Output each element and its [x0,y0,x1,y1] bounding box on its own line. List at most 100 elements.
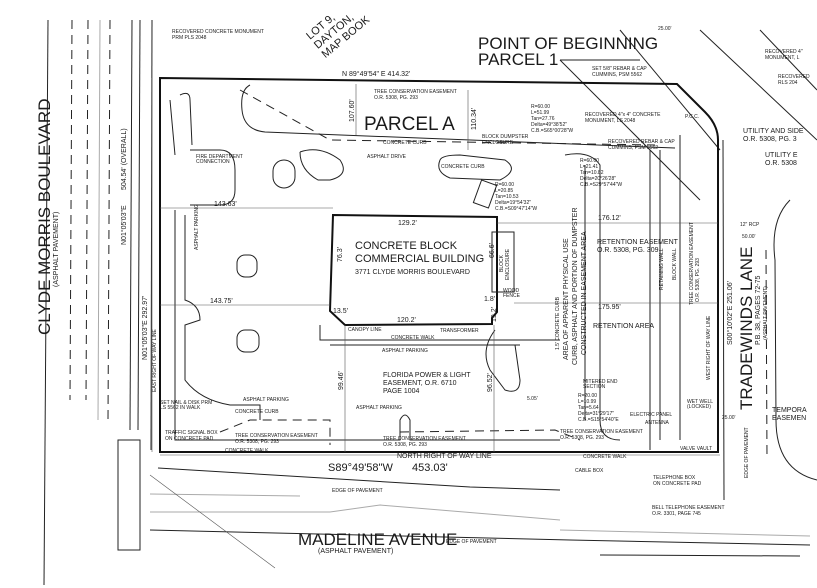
note-recovered-ne2: RECOVERED [778,74,810,80]
svg-text:EASEMENT, O.R. 6710: EASEMENT, O.R. 6710 [383,380,457,387]
note-temporary: TEMPORA [772,407,807,414]
svg-text:EDGE OF PAVEMENT: EDGE OF PAVEMENT [446,539,497,545]
dim-143b: 143.75' [210,298,233,305]
note-tree-s: TREE CONSERVATION EASEMENT [383,436,466,442]
svg-text:Delta=20°26'28": Delta=20°26'28" [580,176,616,182]
pob-line1: POINT OF BEGINNING [478,34,658,53]
svg-text:O.R. 5308, PG. 293: O.R. 5308, PG. 293 [235,439,279,445]
madeline-road [149,467,811,569]
svg-text:(LOCKED): (LOCKED) [687,404,711,410]
dim-129: 129.2' [398,220,417,227]
svg-text:ENCLOSURE: ENCLOSURE [482,140,514,146]
svg-text:MONUMENT, LS 2048: MONUMENT, LS 2048 [585,118,636,124]
note-retaining-wall: RETAINING WALL [659,248,665,290]
svg-text:O.R. 5308, PG. 293: O.R. 5308, PG. 293 [695,258,701,302]
svg-text:O.R. 5308, PG. 293: O.R. 5308, PG. 293 [560,435,604,441]
bearing-west-overall: N01°05'03"E [120,205,128,245]
note-west-row: WEST RIGHT OF WAY LINE [706,315,712,380]
svg-text:ASPHALT PARKING: ASPHALT PARKING [243,397,289,403]
svg-text:ON CONCRETE PAD: ON CONCRETE PAD [653,481,702,487]
dim-12rcp: 12" RCP [740,222,760,228]
dim-176: 176.12' [598,215,621,222]
note-fpl: FLORIDA POWER & LIGHT [383,372,471,379]
clyde-morris-sub: (ASPHALT PAVEMENT) [53,212,60,287]
svg-text:C.B.=S15°54'40"E: C.B.=S15°54'40"E [578,417,619,423]
svg-text:CURB, ASPHALT AND PORTION OF D: CURB, ASPHALT AND PORTION OF DUMPSTER [572,207,579,365]
bearing-south-dist: 453.03' [412,462,448,474]
madeline-label: MADELINE AVENUE [298,530,457,549]
svg-text:CONNECTION: CONNECTION [196,159,230,165]
site-curbs [160,84,720,456]
svg-text:MONUMENT, L: MONUMENT, L [765,55,800,61]
svg-text:L=51.99: L=51.99 [531,110,549,116]
dim-110: 110.34' [471,108,478,130]
dim-18: 1.8' [484,296,495,303]
note-tree-se: TREE CONSERVATION EASEMENT [560,429,643,435]
note-east-row: EAST RIGHT OF WAY LINE [152,329,158,392]
pob-line2: PARCEL 1 [478,50,558,69]
dim-25b: 25.00' [658,26,672,32]
svg-text:O.R. 5308, PG. 309: O.R. 5308, PG. 309 [597,247,659,254]
note-antenna: ANTENNA [645,420,670,426]
block-dumpster [472,179,498,209]
note-dumpster: BLOCK DUMPSTER [482,134,529,140]
note-electric-panel: ELECTRIC PANEL [630,412,672,418]
svg-text:CONCRETE CURB: CONCRETE CURB [235,409,279,415]
dim-120: 120.2' [397,317,416,324]
note-edge-pavement: EDGE OF PAVEMENT [332,488,383,494]
note-wood-fence: WOOD [503,288,519,294]
dim-66: 66.6' [489,243,496,258]
note-tree-top: TREE CONSERVATION EASEMENT [374,89,457,95]
svg-text:R=20.00: R=20.00 [578,393,597,399]
dim-25a: 25.00' [722,415,736,421]
tradewinds-label: TRADEWINDS LANE [737,247,756,410]
bearing-east: S00°10'02"E 251.06' [726,281,734,345]
note-transformer: TRANSFORMER [440,328,479,334]
dim-99: 99.46' [338,371,345,390]
note-recovered-rebar: RECOVERED REBAR & CAP [608,139,675,145]
building-outline [328,213,498,327]
svg-text:RLS 204: RLS 204 [778,80,798,86]
note-mitered-end: MITERED END [583,379,618,385]
svg-text:R=60.00: R=60.00 [531,104,550,110]
svg-text:C.B.=S09°47'14"W: C.B.=S09°47'14"W [495,206,537,212]
svg-text:O.R. 5308, PG. 293: O.R. 5308, PG. 293 [374,95,418,101]
madeline-sub: (ASPHALT PAVEMENT) [318,548,393,555]
note-valve-vault: VALVE VAULT [680,446,712,452]
svg-text:Tan=27.76: Tan=27.76 [531,116,555,122]
dim-143a: 143.63' [214,201,237,208]
svg-text:ENCLOSURE: ENCLOSURE [505,248,511,280]
svg-text:PAGE 1004: PAGE 1004 [383,388,420,395]
tradewinds-sub: (ASPHALT PAVEMENT) [763,286,769,340]
svg-text:FENCE: FENCE [503,293,521,299]
note-concrete-walk: CONCRETE WALK [225,448,269,454]
svg-text:ASPHALT PARKING: ASPHALT PARKING [194,204,200,250]
note-set-nail: SET NAIL & DISK PRM [160,400,212,406]
svg-text:CUMMINS, PSM 5562: CUMMINS, PSM 5562 [592,72,642,78]
parcel-boundary [159,76,719,453]
curve-table-1: R=60.00 L=51.99 Tan=27.76 Delta=49°38'52… [531,104,573,134]
svg-text:O.R. 5308, PG. 293: O.R. 5308, PG. 293 [383,442,427,448]
bearing-west-partial: N01°05'03"E 292.97' [141,296,149,360]
note-monument-nw: RECOVERED CONCRETE MONUMENT [172,29,264,35]
note-block-wall: BLOCK WALL [672,248,678,280]
tradewinds-plat: P.B. 38, PAGES 72-75 [755,275,762,345]
bearing-west-overall-dist: 504.54' (OVERALL) [121,128,128,190]
svg-text:SECTION: SECTION [583,384,606,390]
note-recovered-4x4: RECOVERED 4"x 4" CONCRETE [585,112,661,118]
building-line1: CONCRETE BLOCK [355,240,458,252]
svg-text:L=20.85: L=20.85 [495,188,513,194]
note-bell-easement: BELL TELEPHONE EASEMENT [652,505,725,511]
note-recovered-ne1: RECOVERED 4" [765,49,803,55]
svg-text:C.B.=S29°57'44"W: C.B.=S29°57'44"W [580,182,622,188]
building-address: 3771 CLYDE MORRIS BOULEVARD [355,269,470,276]
curve-table-3: R=60.00 L=20.85 Tan=10.53 Delta=19°54'32… [495,182,537,212]
note-curb-15: 1.5' CONCRETE CURB [555,296,561,350]
svg-text:L=21.41: L=21.41 [580,164,598,170]
dim-96: 96.52' [487,373,494,392]
note-tree-e: TREE CONSERVATION EASEMENT [689,222,695,305]
dumpster-enclosure [491,231,515,293]
svg-text:Delta=19°54'32": Delta=19°54'32" [495,200,531,206]
svg-text:EDGE OF PAVEMENT: EDGE OF PAVEMENT [744,427,750,478]
